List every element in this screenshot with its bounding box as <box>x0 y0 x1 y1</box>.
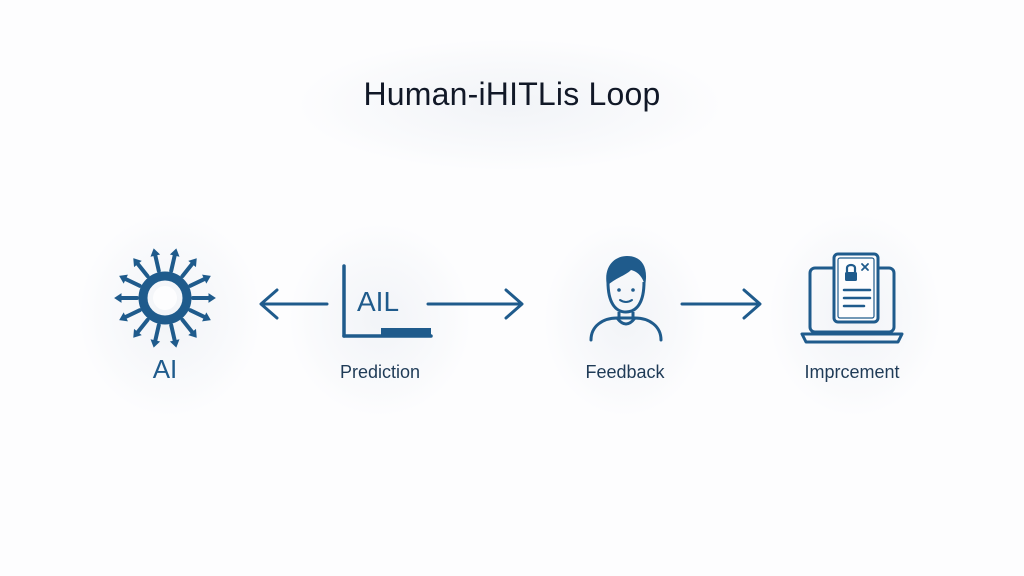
gear-ray <box>135 317 150 335</box>
gear-ray <box>180 261 195 279</box>
gear-ray <box>123 276 142 288</box>
gear-ray <box>188 308 207 320</box>
gear-ray <box>188 276 207 288</box>
chart-icon-text: AIL <box>357 286 399 317</box>
person-icon <box>589 256 663 342</box>
laptop-document-icon <box>800 252 904 344</box>
node-feedback: Feedback <box>565 252 685 392</box>
gear-ray-tip <box>202 312 211 322</box>
node-prediction: AIL Prediction <box>320 262 440 392</box>
node-ai: AI <box>110 248 220 390</box>
gear-ray-tip <box>114 293 122 303</box>
gear-ray <box>180 317 195 335</box>
arrow-prediction-to-feedback <box>426 288 524 320</box>
diagram-title: Human-iHITLis Loop <box>363 76 661 112</box>
gear-ray <box>153 323 161 343</box>
background-glow-prediction <box>290 225 470 415</box>
arrow-feedback-to-improvement <box>680 288 762 320</box>
gear-ray-tip <box>208 293 216 303</box>
node-improvement-label: Imprcement <box>804 362 900 382</box>
node-improvement: Imprcement <box>790 250 914 390</box>
gear-ray-tip <box>150 248 161 257</box>
gear-ray <box>169 323 177 343</box>
gear-ray-tip <box>119 274 128 284</box>
chart-axis-icon: AIL <box>342 264 433 338</box>
gear-ray <box>169 253 177 273</box>
gear-ray-tip <box>188 258 197 268</box>
gear-ray <box>135 261 150 279</box>
gear-ray-tip <box>150 339 161 348</box>
node-prediction-label: Prediction <box>339 362 421 382</box>
node-feedback-label: Feedback <box>585 362 665 382</box>
gear-ray-tip <box>119 312 128 322</box>
gear-ray-tip <box>133 258 142 268</box>
gear-ray-tip <box>169 339 180 348</box>
gear-ray-tip <box>133 328 142 338</box>
node-ai-label: AI <box>152 354 178 384</box>
gear-ray-tip <box>169 248 180 257</box>
background-glow-title <box>300 40 720 170</box>
gear-ray-tip <box>188 328 197 338</box>
gear-ray-tip <box>202 274 211 284</box>
arrow-prediction-to-ai <box>259 288 329 320</box>
gear-ray <box>153 253 161 273</box>
gear-ray <box>123 308 142 320</box>
gear-network-icon <box>114 248 216 348</box>
